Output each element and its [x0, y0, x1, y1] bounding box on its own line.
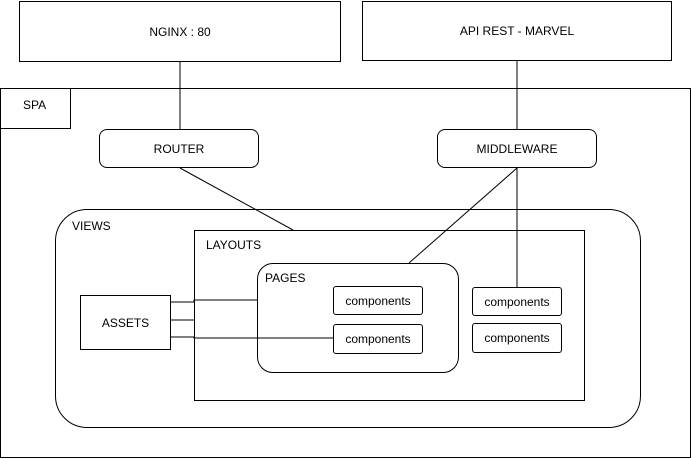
spa-tag: SPA	[0, 88, 71, 129]
edge-middleware-pages	[408, 167, 518, 264]
edge-router-layouts	[179, 167, 294, 231]
components-node-3: components	[472, 287, 562, 316]
layouts-container: LAYOUTS	[194, 230, 585, 401]
layouts-label: LAYOUTS	[206, 238, 262, 252]
assets-node: ASSETS	[80, 295, 171, 350]
components-node-2: components	[333, 324, 423, 354]
components-label-4: components	[484, 331, 550, 345]
middleware-label: MIDDLEWARE	[476, 141, 558, 156]
pages-label: PAGES	[265, 271, 306, 285]
views-container: VIEWS	[55, 209, 641, 428]
components-label-2: components	[345, 332, 411, 346]
components-label-3: components	[484, 294, 550, 309]
components-label-1: components	[345, 293, 411, 308]
api-node: API REST - MARVEL	[362, 1, 672, 61]
views-label: VIEWS	[72, 219, 111, 233]
components-node-4: components	[472, 323, 562, 353]
pages-container: PAGES	[257, 263, 459, 373]
api-label: API REST - MARVEL	[459, 24, 575, 38]
router-node: ROUTER	[99, 129, 259, 168]
router-label: ROUTER	[153, 141, 205, 156]
spa-label: SPA	[23, 98, 47, 112]
components-node-1: components	[333, 286, 423, 315]
middleware-node: MIDDLEWARE	[437, 129, 597, 168]
nginx-label: NGINX : 80	[149, 24, 211, 39]
assets-label: ASSETS	[101, 315, 150, 330]
nginx-node: NGINX : 80	[19, 1, 341, 62]
